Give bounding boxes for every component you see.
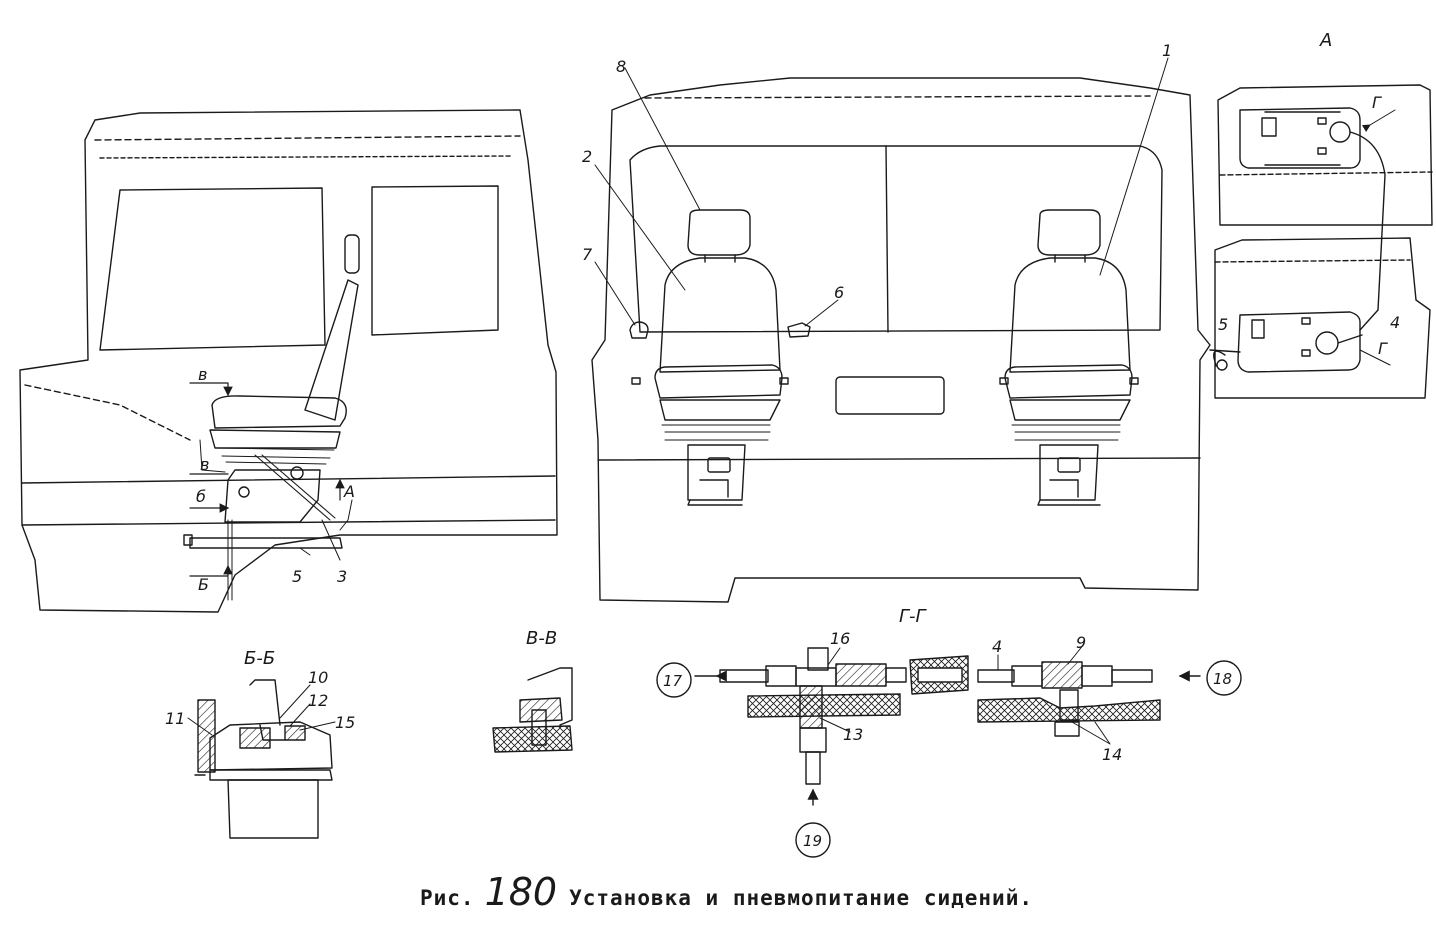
callout-10: 10 xyxy=(308,668,328,687)
view-a: А Г Г 4 5 xyxy=(1209,30,1433,399)
cab-rear-view xyxy=(591,77,1211,603)
callout-13: 13 xyxy=(843,725,863,744)
side-seat xyxy=(183,234,360,549)
callout-2: 2 xyxy=(582,147,592,166)
circled-callout-17: 17 xyxy=(663,672,683,690)
cut-mark-a: А xyxy=(343,482,355,501)
callout-14: 14 xyxy=(1102,745,1122,764)
section-v: В-В xyxy=(492,628,573,753)
cut-mark-g-upper: Г xyxy=(1372,93,1382,112)
callout-16: 16 xyxy=(830,629,850,648)
callout-9: 9 xyxy=(1076,633,1086,652)
callout-8: 8 xyxy=(616,57,626,76)
view-a-label: А xyxy=(1319,30,1332,51)
cut-mark-g-lower: Г xyxy=(1378,339,1388,358)
section-g: Г-Г 17 18 19 16 13 4 9 14 xyxy=(656,606,1242,858)
callout-12: 12 xyxy=(308,691,328,710)
callout-3: 3 xyxy=(337,567,347,586)
callout-7: 7 xyxy=(582,245,593,264)
rear-callouts: 8 2 7 6 1 xyxy=(582,41,1172,327)
section-g-label: Г-Г xyxy=(899,606,928,627)
section-b-label: Б-Б xyxy=(244,648,275,669)
caption-title: Установка и пневмопитание сидений. xyxy=(569,886,1033,910)
rear-left-seat xyxy=(629,209,811,506)
callout-6: 6 xyxy=(834,283,844,302)
cut-mark-v-lower: в xyxy=(200,455,209,474)
cab-side-view xyxy=(19,109,558,613)
cut-mark-v-upper: в xyxy=(198,365,207,384)
cut-mark-b-upper: Б xyxy=(198,575,209,594)
section-b: Б-Б 10 12 15 11 xyxy=(165,648,355,839)
side-cut-marks: в в б Б А 5 3 xyxy=(189,365,355,594)
circled-callout-19: 19 xyxy=(803,832,822,850)
callout-15: 15 xyxy=(335,713,355,732)
callout-5-side: 5 xyxy=(292,567,302,586)
section-v-label: В-В xyxy=(526,628,557,649)
caption-number: 180 xyxy=(484,870,558,914)
rear-right-seat xyxy=(999,209,1139,506)
circled-callout-18: 18 xyxy=(1213,670,1232,688)
cut-mark-b-lower: б xyxy=(196,487,206,506)
callout-1: 1 xyxy=(1162,41,1172,60)
callout-5-view-a: 5 xyxy=(1218,315,1228,334)
caption-prefix: Рис. xyxy=(420,886,475,910)
callout-11: 11 xyxy=(165,709,185,728)
callout-4-section: 4 xyxy=(992,637,1002,656)
callout-4-view-a: 4 xyxy=(1390,313,1400,332)
figure-caption: Рис. 180 Установка и пневмопитание сиден… xyxy=(420,870,1160,920)
